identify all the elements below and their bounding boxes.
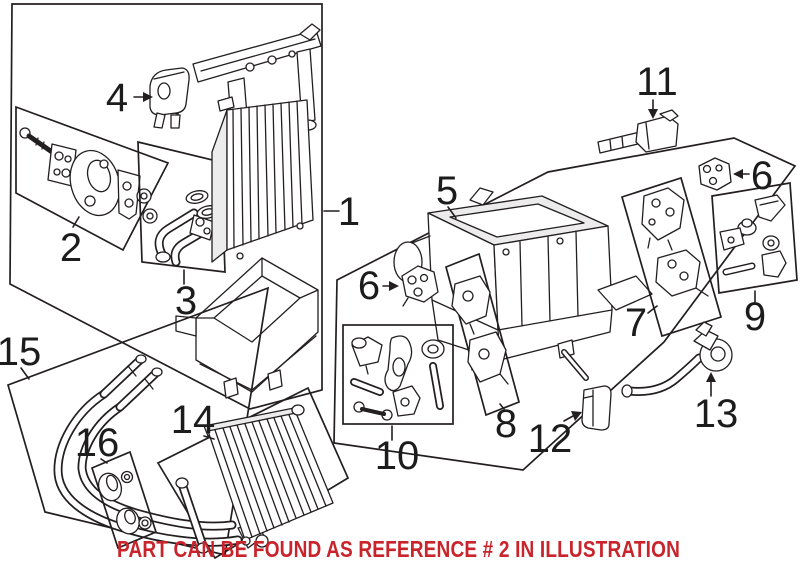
part-6-right-art (698, 157, 732, 191)
box-7-outline (620, 176, 723, 338)
callout-13: 13 (694, 372, 739, 436)
callout-6b: 6 (733, 154, 773, 198)
callout-15-label: 15 (0, 330, 41, 374)
group-box-16 (90, 450, 158, 550)
group-box-10 (342, 324, 454, 425)
callout-16: 16 (75, 421, 120, 465)
pipe-fitting-art (154, 208, 215, 267)
group-box-15 (6, 286, 270, 557)
callout-9: 9 (744, 290, 766, 339)
group-box-9 (711, 182, 798, 294)
box-10-outline (342, 324, 454, 425)
box-16-outline (90, 450, 158, 550)
callout-15: 15 (0, 330, 41, 380)
callout-12: 12 (528, 411, 582, 461)
callout-3: 3 (175, 269, 197, 323)
callout-11-label: 11 (636, 60, 678, 104)
callout-13-label: 13 (694, 392, 739, 436)
callout-5-label: 5 (436, 169, 458, 213)
callout-11: 11 (636, 60, 678, 119)
bolt-art (19, 127, 55, 155)
pulley-disc-art (69, 149, 121, 217)
part-6-left-art (401, 265, 439, 307)
callout-5: 5 (436, 169, 458, 219)
heater-case-lower-art (175, 257, 319, 399)
callout-14: 14 (171, 398, 216, 442)
callout-12-label: 12 (528, 417, 573, 461)
callout-6a-label: 6 (358, 264, 380, 308)
box-9-outline (711, 182, 798, 294)
callout-7-label: 7 (625, 301, 647, 345)
part-4-mount (149, 67, 190, 129)
callout-1-label: 1 (338, 190, 360, 234)
group-box-14 (156, 386, 350, 560)
callout-1: 1 (323, 190, 360, 234)
bracket-art (117, 169, 141, 220)
part-11-connector-art (597, 109, 679, 154)
group-box-8 (444, 252, 521, 417)
group-box-1 (9, 3, 323, 410)
callout-9-label: 9 (744, 295, 766, 339)
valve-body-art (47, 143, 77, 187)
part-12-bracket-art (561, 349, 612, 431)
callout-8: 8 (495, 402, 517, 446)
evaporator-core-art (211, 96, 314, 263)
callout-3-label: 3 (175, 279, 197, 323)
group-box-2 (15, 105, 170, 252)
callout-2: 2 (60, 216, 82, 270)
callout-6a: 6 (358, 264, 399, 308)
group-box-3 (137, 140, 226, 273)
callout-16-label: 16 (75, 421, 120, 465)
callout-10: 10 (375, 425, 420, 478)
group-box-7 (620, 176, 723, 338)
box-2-outline (15, 105, 170, 252)
callout-4-label: 4 (106, 76, 128, 120)
callout-2-label: 2 (60, 226, 82, 270)
callout-4: 4 (106, 76, 153, 120)
part-13-pipe-art (621, 321, 733, 398)
callout-8-label: 8 (495, 402, 517, 446)
group-box-5 (333, 137, 797, 471)
reference-caption: PART CAN BE FOUND AS REFERENCE # 2 IN IL… (117, 536, 680, 562)
callout-14-label: 14 (171, 398, 216, 442)
callout-10-label: 10 (375, 434, 420, 478)
box-15-outline (6, 286, 270, 557)
heater-core-art (175, 404, 334, 554)
box-3-outline (137, 140, 226, 273)
callout-6b-label: 6 (751, 154, 773, 198)
box-5-outline (333, 137, 797, 471)
callout-7: 7 (625, 301, 658, 345)
